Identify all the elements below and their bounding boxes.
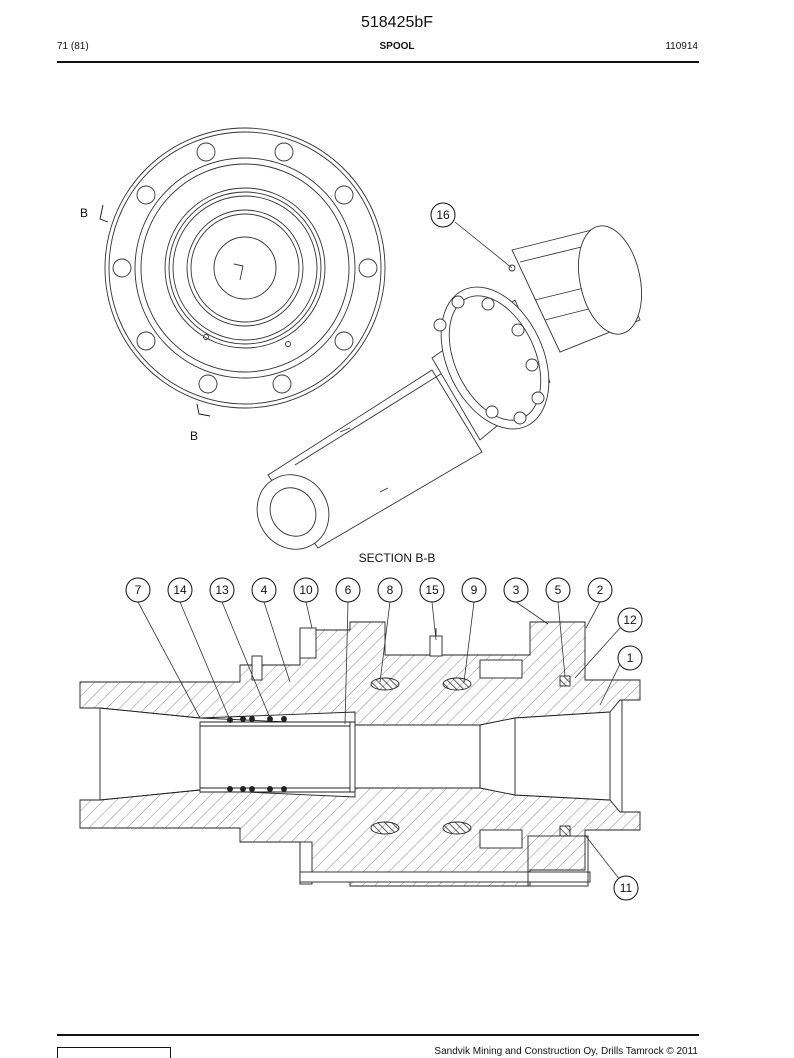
svg-text:2: 2: [597, 583, 604, 597]
callout-13: 13: [209, 577, 235, 603]
callout-1: 1: [617, 645, 643, 671]
svg-text:14: 14: [173, 583, 187, 597]
section-mark-lower: B: [190, 429, 198, 443]
svg-text:13: 13: [215, 583, 229, 597]
flange-end-view: [99, 127, 386, 417]
svg-text:7: 7: [135, 583, 142, 597]
svg-text:6: 6: [345, 583, 352, 597]
copyright-text: Sandvik Mining and Construction Oy, Dril…: [434, 1046, 698, 1057]
callout-10: 10: [293, 577, 319, 603]
svg-text:5: 5: [555, 583, 562, 597]
svg-text:8: 8: [387, 583, 394, 597]
callout-9: 9: [461, 577, 487, 603]
callout-7: 7: [125, 577, 151, 603]
svg-text:4: 4: [261, 583, 268, 597]
callout-5: 5: [545, 577, 571, 603]
section-bb-drawing: [79, 621, 641, 887]
callout-2: 2: [587, 577, 613, 603]
section-title: SECTION B-B: [358, 551, 436, 565]
svg-text:9: 9: [471, 583, 478, 597]
callout-8: 8: [377, 577, 403, 603]
spool-isometric-view: [256, 225, 642, 550]
document-code: 110914: [665, 41, 698, 52]
document-id: 518425bF: [360, 14, 434, 31]
callout-16-label: 16: [436, 208, 450, 222]
callout-16: 16: [430, 202, 456, 228]
svg-text:10: 10: [299, 583, 313, 597]
footer-rule: [57, 1034, 699, 1036]
svg-text:3: 3: [513, 583, 520, 597]
svg-text:15: 15: [425, 583, 439, 597]
page-number: 71 (81): [57, 41, 89, 52]
callout-6: 6: [335, 577, 361, 603]
callout-11: 11: [613, 875, 639, 901]
svg-text:11: 11: [620, 881, 633, 895]
page-title: SPOOL: [379, 41, 415, 52]
section-mark-upper: B: [80, 206, 88, 220]
leader-lines: [137, 601, 621, 881]
header-rule: [57, 61, 699, 63]
callout-4: 4: [251, 577, 277, 603]
svg-text:12: 12: [623, 613, 637, 627]
callout-12: 12: [617, 607, 643, 633]
callout-15: 15: [419, 577, 445, 603]
svg-text:1: 1: [627, 651, 634, 665]
callout-14: 14: [167, 577, 193, 603]
callout-3: 3: [503, 577, 529, 603]
